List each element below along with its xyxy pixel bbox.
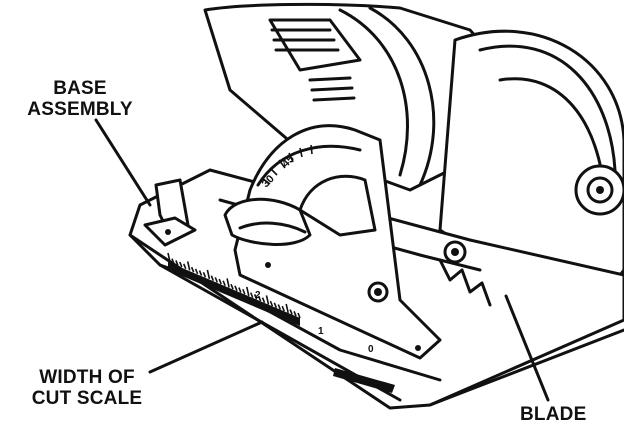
cut-scale-mark-0: 0: [368, 344, 374, 355]
label-base-assembly-line1: BASE: [22, 78, 138, 99]
label-base-assembly: BASE ASSEMBLY: [22, 78, 138, 120]
leader-base-assembly: [96, 120, 150, 205]
leader-width-of-cut-scale: [150, 322, 262, 372]
cut-scale-mark-1: 1: [318, 326, 324, 337]
label-blade: BLADE: [520, 404, 586, 425]
label-width-line1: WIDTH OF: [18, 367, 156, 388]
label-width-line2: CUT SCALE: [18, 388, 156, 409]
label-width-of-cut-scale: WIDTH OF CUT SCALE: [18, 367, 156, 409]
cut-scale-mark-2: 2: [255, 290, 261, 301]
label-base-assembly-line2: ASSEMBLY: [22, 99, 138, 120]
